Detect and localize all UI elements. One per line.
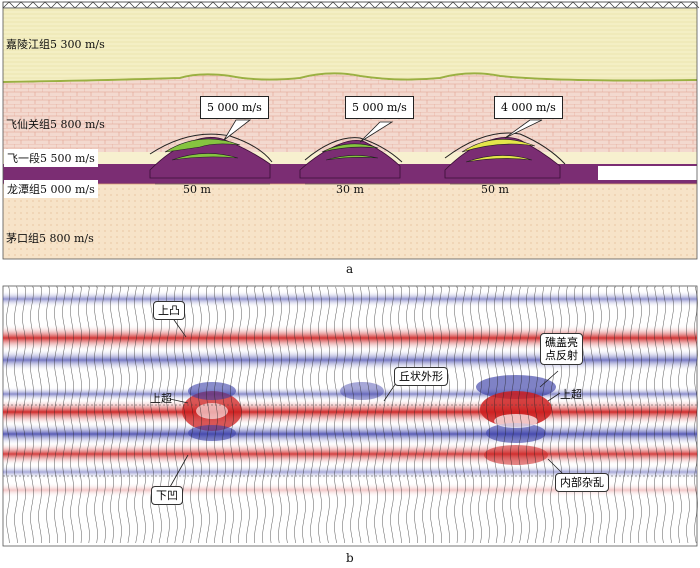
label-fei-one: 飞一段5 500 m/s [4,149,98,167]
reef-3-width: 50 m [481,183,509,196]
caption-a: a [346,262,354,276]
reef-1-width: 50 m [183,183,211,196]
label-feixianguan: 飞仙关组5 800 m/s [6,118,105,131]
reef-2 [299,137,403,179]
seismic-anomaly-right [476,375,556,465]
reef-1-velocity-callout: 5 000 m/s [200,96,269,119]
annotation-bright-spot: 礁盖亮 点反射 [540,333,583,365]
geologic-model-panel: 嘉陵江组5 300 m/s 飞仙关组5 800 m/s 飞一段5 500 m/s… [0,0,700,276]
label-jialingjiang: 嘉陵江组5 300 m/s [6,38,105,51]
annotation-internal-chaos: 内部杂乱 [555,473,609,492]
reef-3 [444,132,566,179]
seismic-section-svg [2,285,698,547]
longtan-white-gap [598,166,697,180]
annotation-down-concave: 下凹 [151,486,183,505]
label-longtan: 龙潭组5 000 m/s [4,180,98,198]
seismic-anomaly-middle [340,382,384,400]
annotation-onlap-left: 上超 [150,392,172,405]
jialingjiang-base-line [2,72,698,83]
reef-2-width: 30 m [336,183,364,196]
top-border-ticks [2,1,700,9]
seismic-traces [6,286,698,544]
geologic-model-svg [2,1,700,260]
jialingjiang-layer [3,8,697,82]
annotation-up-convex: 上凸 [153,301,185,320]
seismic-section-panel: 上凸 上超 下凹 丘状外形 礁盖亮 点反射 上超 内部杂乱 b [0,283,700,568]
annotation-onlap-right: 上超 [560,388,582,401]
caption-b: b [346,551,354,565]
reef-3-velocity-callout: 4 000 m/s [494,96,563,119]
label-maokou: 茅口组5 800 m/s [6,232,94,245]
seismic-anomaly-left [182,382,242,441]
reef-2-velocity-callout: 5 000 m/s [345,96,414,119]
panel-a-frame [2,7,698,260]
maokou-layer [3,184,697,259]
reef-1 [149,133,273,179]
annotation-mound: 丘状外形 [394,367,448,386]
